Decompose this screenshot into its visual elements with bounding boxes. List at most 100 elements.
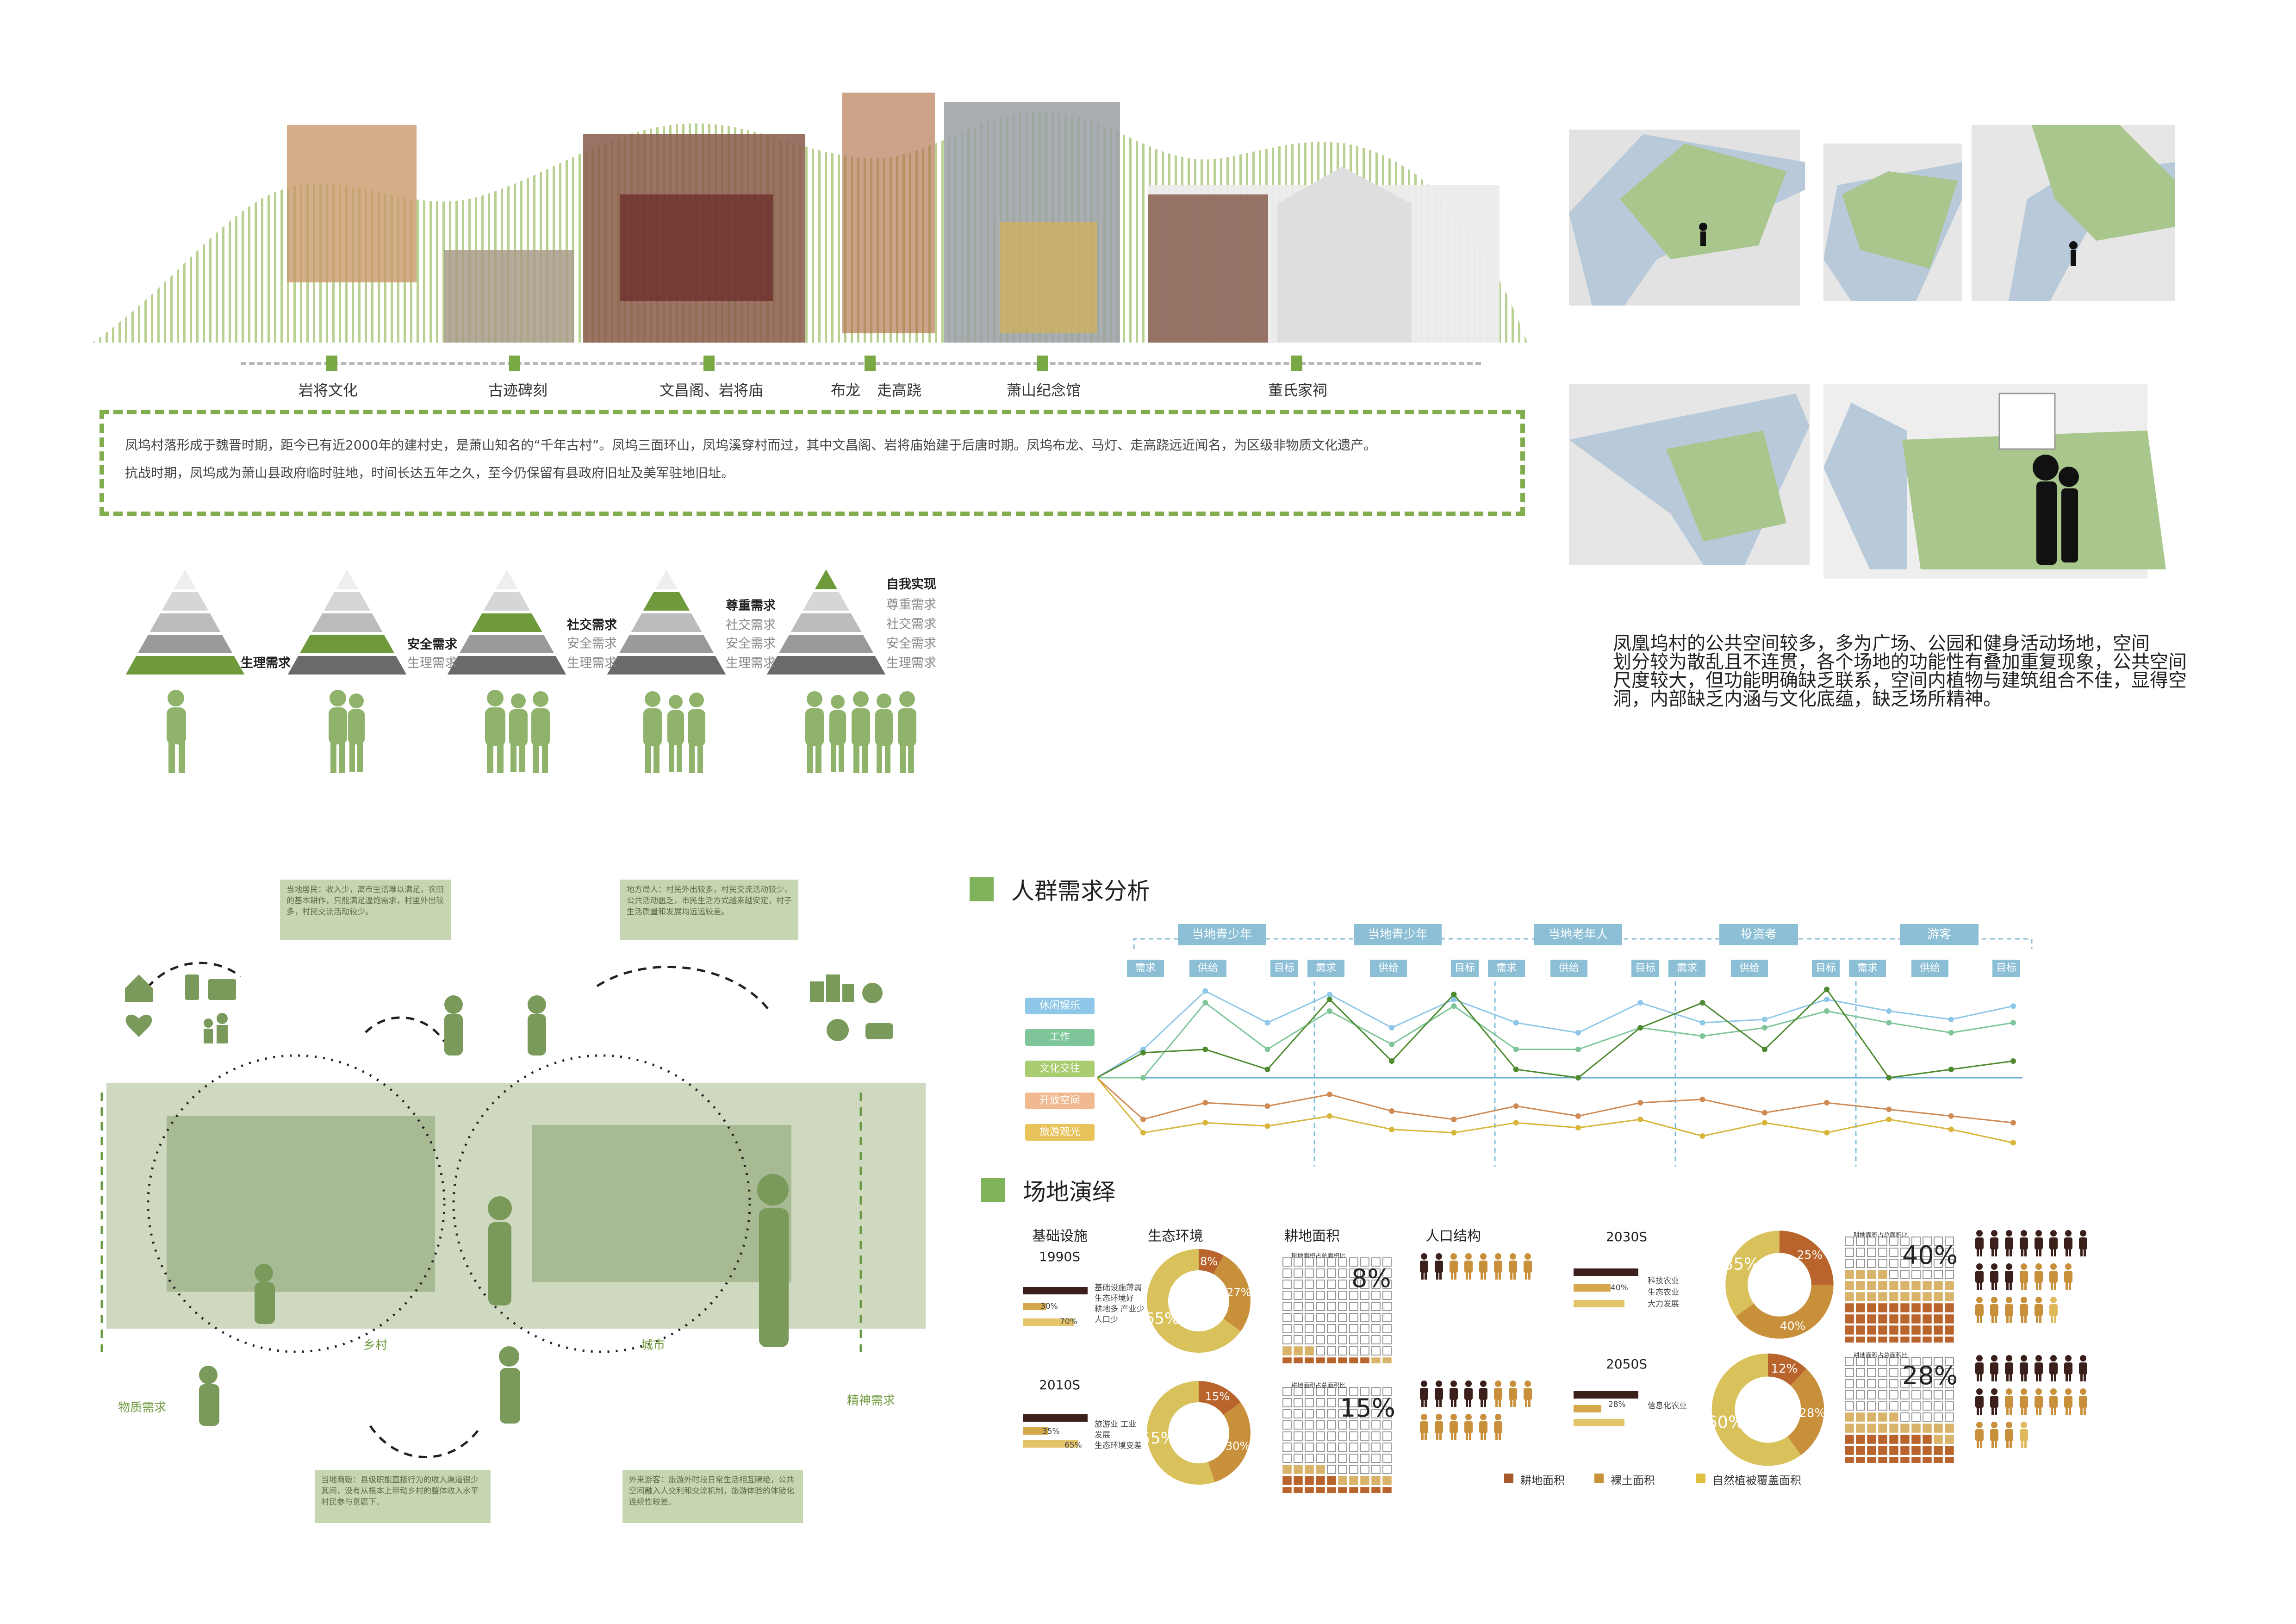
grid-cell — [1878, 1357, 1887, 1366]
grid-cell — [1911, 1292, 1921, 1301]
grid-cell — [1305, 1431, 1314, 1441]
grid-cell — [1878, 1259, 1887, 1268]
public-space-axonometrics — [1569, 125, 2175, 579]
series-point — [1824, 1130, 1830, 1136]
timeline-marker — [1037, 356, 1048, 371]
person-icon — [2049, 1263, 2058, 1290]
legend-swatch — [1504, 1474, 1513, 1483]
grid-cell — [1867, 1325, 1876, 1335]
person-icon — [1420, 1380, 1428, 1407]
grid-cell — [1338, 1387, 1347, 1396]
grid-cell — [1382, 1443, 1392, 1452]
legend-swatch — [1594, 1474, 1604, 1483]
pyramid2-label: 生理需求 — [407, 656, 457, 670]
grid-cell — [1889, 1368, 1898, 1377]
grid-cell — [1327, 1420, 1336, 1430]
grid-cell — [1327, 1291, 1336, 1300]
grid-cell — [1945, 1281, 1954, 1290]
grid-cell — [1305, 1409, 1314, 1418]
person-icon — [1464, 1253, 1473, 1280]
grid-cell — [1382, 1398, 1392, 1407]
person-icon — [1435, 1380, 1443, 1407]
grid-cell — [1845, 1281, 1854, 1290]
donut-slice — [1147, 1381, 1215, 1485]
pyramid-level — [607, 656, 726, 675]
series-point — [1202, 1100, 1208, 1106]
person-icon — [1975, 1263, 1984, 1290]
person-icon — [329, 690, 347, 773]
pyramid-level — [790, 613, 862, 632]
donut-label: 65% — [1145, 1309, 1180, 1328]
pyramid-level — [803, 592, 850, 611]
grid-cell — [1845, 1401, 1854, 1411]
person-icon — [1990, 1422, 1998, 1448]
grid-cell — [1294, 1280, 1303, 1289]
card-line: 多，村民交流活动较少。 — [286, 907, 373, 917]
grid-cell — [1945, 1292, 1954, 1301]
grid-cell — [1911, 1390, 1921, 1399]
bar-value: 30% — [1040, 1302, 1058, 1311]
grid-cell — [1934, 1259, 1943, 1268]
grid-cell — [1382, 1487, 1392, 1493]
donut-label: 25% — [1797, 1248, 1823, 1262]
grid-cell — [1371, 1420, 1381, 1430]
donut-slice — [1725, 1230, 1780, 1317]
grid-cell — [1945, 1248, 1954, 1257]
pyramid-level — [655, 569, 678, 589]
grid-cell — [1294, 1465, 1303, 1474]
grid-cell — [1889, 1303, 1898, 1312]
grid-cell — [1305, 1476, 1314, 1485]
pyramid-level — [766, 656, 886, 675]
grid-cell — [1327, 1357, 1336, 1363]
grid-cell — [1360, 1335, 1369, 1344]
grid-cell — [1900, 1401, 1910, 1411]
grid-cell — [1845, 1368, 1854, 1377]
person-icon — [2079, 1355, 2087, 1381]
grid-cell — [1923, 1446, 1932, 1455]
person-icon — [2005, 1388, 2013, 1415]
grid-cell — [1845, 1457, 1854, 1463]
person-icon — [1509, 1253, 1517, 1280]
person-icon — [2079, 1388, 2087, 1415]
grid-cell — [1338, 1443, 1347, 1452]
grid-cell — [1945, 1401, 1954, 1411]
pyramid3-label: 安全需求 — [567, 637, 617, 651]
sub-header: 需求 — [1127, 960, 1164, 977]
grid-cell — [1889, 1390, 1898, 1399]
series-point — [1761, 1120, 1767, 1126]
person-icon — [805, 691, 824, 773]
sub-header: 需求 — [1849, 960, 1886, 977]
grid-cell — [1382, 1420, 1392, 1430]
rural-resident-card: 当地居民：收入少，离市生活难以满足，农田 的基本耕作，只能满足温饱需求，村里外出… — [280, 880, 451, 940]
card-line: 其间，没有从根本上带动乡村的整体收入水平 — [321, 1487, 479, 1496]
grid-cell — [1911, 1281, 1921, 1290]
pyramid-5 — [766, 569, 886, 675]
grid-cell — [1900, 1325, 1910, 1335]
grid-cell — [1382, 1335, 1392, 1344]
person-icon — [2079, 1230, 2087, 1256]
bar-label: 发展 — [1095, 1430, 1110, 1440]
grid-cell — [1338, 1454, 1347, 1463]
grid-cell — [1349, 1280, 1358, 1289]
series-point — [1699, 1096, 1705, 1102]
pyramid-level — [643, 592, 690, 611]
grid-cell — [1371, 1313, 1381, 1322]
sub-header: 需求 — [1307, 960, 1344, 977]
donut-label: 30% — [1226, 1440, 1250, 1453]
grid-cell — [1294, 1346, 1303, 1355]
series-point — [1513, 1046, 1519, 1052]
car-icon — [865, 1023, 893, 1039]
series-point — [1513, 1020, 1519, 1026]
donut-label: 15% — [1205, 1390, 1230, 1403]
grid-cell — [1338, 1302, 1347, 1311]
group-header: 游客 — [1900, 924, 1979, 945]
pyramid3-label: 生理需求 — [567, 656, 617, 670]
grid-cell — [1327, 1398, 1336, 1407]
person-icon — [2064, 1230, 2072, 1256]
donut-2050: 12%28%60% — [1708, 1353, 1826, 1466]
pyramid3-label: 社交需求 — [567, 618, 617, 632]
axon-view-4 — [1569, 384, 1810, 565]
series-point — [1140, 1117, 1146, 1122]
grid-cell — [1867, 1281, 1876, 1290]
series-point — [1140, 1130, 1146, 1136]
